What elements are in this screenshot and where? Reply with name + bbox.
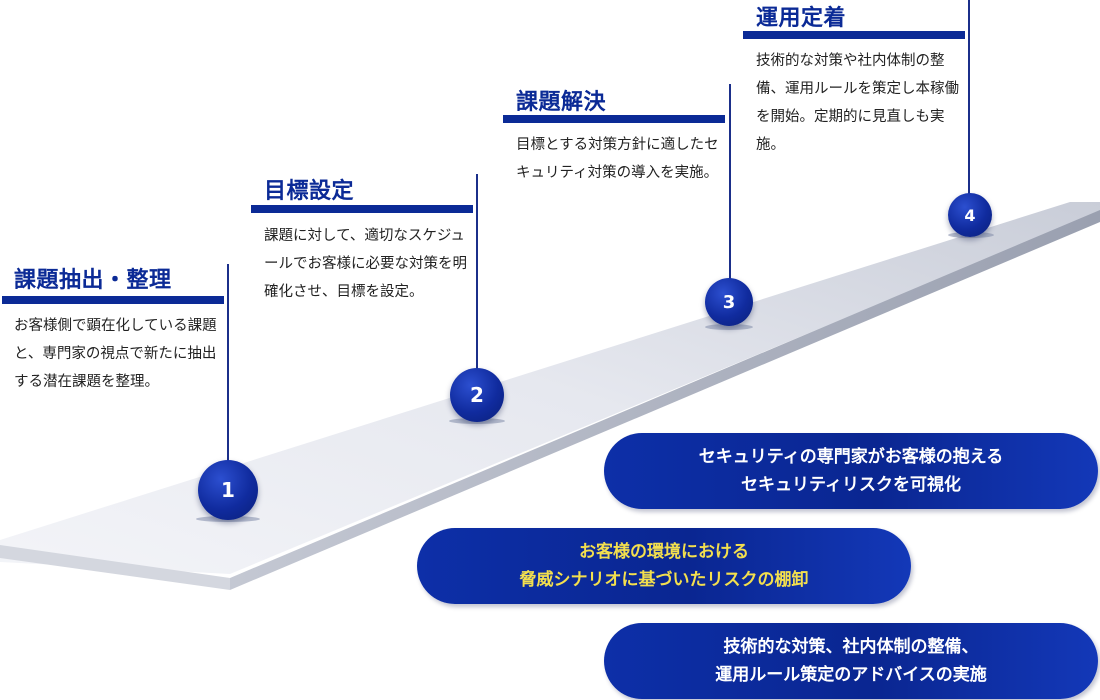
step-4-marker: 4 — [948, 193, 992, 237]
pill-1-line-1: セキュリティの専門家がお客様の抱える — [698, 447, 1004, 467]
step-2-bar — [251, 205, 473, 213]
pill-2-line-1: お客様の環境における — [579, 542, 749, 562]
step-4-title: 運用定着 — [756, 6, 847, 31]
step-3-marker: 3 — [705, 278, 753, 326]
pill-threat-scenario: お客様の環境における 脅威シナリオに基づいたリスクの棚卸 — [417, 528, 911, 604]
pill-2-line-2: 脅威シナリオに基づいたリスクの棚卸 — [519, 570, 809, 590]
pill-advice: 技術的な対策、社内体制の整備、 運用ルール策定のアドバイスの実施 — [604, 623, 1098, 699]
step-2-title: 目標設定 — [264, 179, 355, 204]
step-3-description: 目標とする対策方針に適したセキュリティ対策の導入を実施。 — [516, 137, 719, 181]
step-4-description: 技術的な対策や社内体制の整備、運用ルールを策定し本稼働を開始。定期的に見直しも実… — [756, 53, 959, 153]
step-1-title: 課題抽出・整理 — [14, 268, 172, 293]
step-3-marker-shadow — [705, 324, 753, 330]
step-1-marker: 1 — [198, 460, 258, 520]
pill-3-line-2: 運用ルール策定のアドバイスの実施 — [715, 665, 987, 685]
step-2-marker: 2 — [450, 368, 504, 422]
step-2-connector — [476, 174, 478, 372]
step-2-description: 課題に対して、適切なスケジュールでお客様に必要な対策を明確化させ、目標を設定。 — [264, 228, 467, 300]
step-1-description: お客様側で顕在化している課題と、専門家の視点で新たに抽出する潜在課題を整理。 — [14, 318, 217, 390]
step-4-bar — [743, 31, 965, 39]
pill-1-line-2: セキュリティリスクを可視化 — [741, 475, 961, 495]
step-1-connector — [227, 264, 229, 462]
road-edge — [0, 545, 230, 590]
step-3-connector — [729, 84, 731, 282]
step-4-connector — [968, 0, 970, 194]
step-3-title: 課題解決 — [516, 90, 607, 115]
road-side — [230, 210, 1100, 590]
step-3-bar — [503, 115, 725, 123]
road-surface — [0, 202, 1100, 574]
step-1-bar — [2, 296, 224, 304]
pill-3-line-1: 技術的な対策、社内体制の整備、 — [723, 637, 979, 657]
pill-risk-visualization: セキュリティの専門家がお客様の抱える セキュリティリスクを可視化 — [604, 433, 1098, 509]
